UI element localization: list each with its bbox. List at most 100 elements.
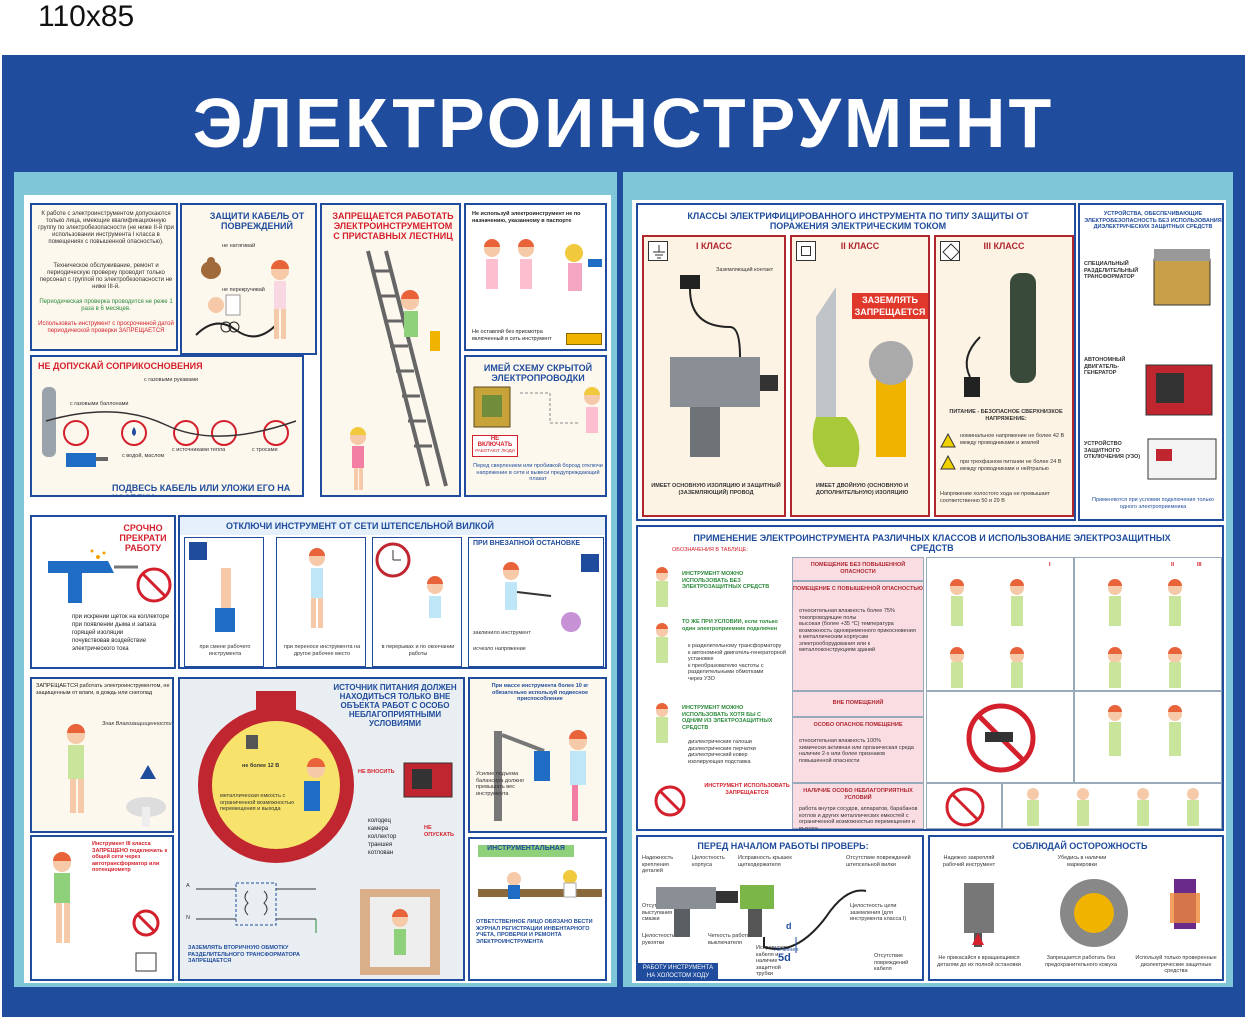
class-three-bullet-3: Напряжение холостого хода не превышает с… [940, 491, 1050, 504]
contact-label-3: с водой, маслом [122, 453, 165, 459]
legend-2-item-2: к автономной двигатель-генераторной уста… [688, 649, 786, 663]
legend-3-item-2: диэлектрические перчатки [688, 745, 756, 752]
phase-a-label: A [186, 883, 190, 889]
do-not-bring-label: НЕ ВНОСИТЬ [358, 769, 395, 775]
class-two-note: ИМЕЕТ ДВОЙНУЮ (ОСНОВНУЮ И ДОПОЛНИТЕЛЬНУЮ… [815, 483, 909, 496]
classes-title: КЛАССЫ ЭЛЕКТРИФИЦИРОВАННОГО ИНСТРУМЕНТА … [687, 211, 1029, 231]
row-1-header-a: ПОМЕЩЕНИЕ БЕЗ ПОВЫШЕННОЙ ОПАСНОСТИ [792, 557, 924, 581]
legend-2: ТО ЖЕ ПРИ УСЛОВИИ, если только один элек… [682, 619, 778, 632]
row-3-item-3: наличие 2-х или более признаков повышенн… [799, 751, 886, 764]
cell-r1-c2-class: II [1171, 562, 1175, 568]
unplug-case-2: при переносе инструмента на другое рабоч… [276, 537, 366, 667]
heavy-tool-illustration [494, 730, 587, 821]
tank-panel: ИСТОЧНИК ПИТАНИЯ ДОЛЖЕН НАХОДИТЬСЯ ТОЛЬК… [178, 677, 465, 981]
cable-label-1: не натягивай [222, 243, 256, 249]
tank-title: ИСТОЧНИК ПИТАНИЯ ДОЛЖЕН НАХОДИТЬСЯ ТОЛЬК… [333, 683, 457, 728]
cell-r3-c2-figures [1027, 788, 1199, 826]
class-three-box: III КЛАСС ПИТАНИЕ - БЕЗОПАСНОЕ СВЕРХНИЗК… [934, 235, 1074, 517]
emergency-bullet-2: при появлении дыма и запаха горящей изол… [72, 622, 156, 636]
unplug-case-4: ПРИ ВНЕЗАПНОЙ ОСТАНОВКЕ заклинило инстру… [468, 537, 604, 667]
intro-text-2: Техническое обслуживание, ремонт и перио… [39, 263, 173, 290]
poster-title: ЭЛЕКТРОИНСТРУМЕНТ [192, 84, 1055, 162]
contact-label-1: с газовыми баллонами [70, 401, 129, 407]
forbidden-text: ЗАПРЕЩАЕТСЯ [854, 307, 926, 317]
class-two-tools [812, 287, 913, 467]
class-three-title-label: III КЛАСС [983, 241, 1025, 251]
ladder-worker-illustration [350, 250, 448, 490]
legend-title: ОБОЗНАЧЕНИЯ В ТАБЛИЦЕ: [672, 547, 748, 553]
socket-icon [566, 333, 602, 345]
caution-bottom-1: Не прикасайся к вращающимся деталям до и… [937, 955, 1021, 968]
check-label-1: Надежность крепления деталей [642, 855, 674, 874]
devices-panel: УСТРОЙСТВА, ОБЕСПЕЧИВАЮЩИЕ ЭЛЕКТРОБЕЗОПА… [1078, 203, 1224, 521]
sudden-stop-title: ПРИ ВНЕЗАПНОЙ ОСТАНОВКЕ [473, 540, 581, 547]
class-three-illustration [53, 852, 160, 972]
ground-symbol-icon [648, 241, 668, 261]
cable-protect-panel: ЗАЩИТИ КАБЕЛЬ ОТ ПОВРЕЖДЕНИЙ не натягива… [180, 203, 317, 355]
class-one-drill [670, 275, 778, 457]
unplug-title: ОТКЛЮЧИ ИНСТРУМЕНТ ОТ СЕТИ ШТЕПСЕЛЬНОЙ В… [226, 521, 494, 531]
balancer-note: Усилие подъема балансира должно превышат… [476, 771, 524, 797]
legend-2-item-3: к преобразователю частоты с разделительн… [688, 662, 764, 676]
row-2-text: ВНЕ ПОМЕЩЕНИЙ [832, 700, 884, 706]
rain-panel: ЗАПРЕЩАЕТСЯ работать электроинструментом… [30, 677, 174, 833]
grounding-text: ЗАЗЕМЛЯТЬ [861, 295, 919, 305]
row-1-b-items: относительная влажность более 75% токопр… [799, 608, 919, 654]
usage-table-panel: ПРИМЕНЕНИЕ ЭЛЕКТРОИНСТРУМЕНТА РАЗЛИЧНЫХ … [636, 525, 1224, 831]
do-not-switch-text: НЕ ВКЛЮЧАТЬ [477, 436, 513, 448]
wiring-scheme-illustration [473, 386, 600, 433]
legend-3-item-1: диэлектрические галоши [688, 739, 752, 745]
place-4: траншея [368, 842, 393, 848]
class-one-note: ИМЕЕТ ОСНОВНУЮ ИЗОЛЯЦИЮ И ЗАЩИТНЫЙ (ЗАЗЕ… [651, 483, 781, 496]
check-title: ПЕРЕД НАЧАЛОМ РАБОТЫ ПРОВЕРЬ: [697, 841, 869, 851]
contact-label-2: с газовыми рукавами [144, 377, 199, 383]
cable-figure-illustration [195, 257, 289, 339]
cell-r2-c2 [1074, 691, 1222, 783]
transformer-icon [1153, 249, 1211, 306]
cell-r1-c2-figures [1108, 579, 1182, 688]
emergency-bullet-3: почувствовав воздействие электрического … [72, 638, 147, 652]
unplug-case-3-label: в перерывах и по окончании работы [381, 644, 455, 657]
row-3-item-2: химически активная или органическая сред… [799, 744, 914, 751]
storeroom-illustration [478, 870, 602, 899]
cell-r2-c1 [926, 691, 1074, 783]
class-one-box: I КЛАСС Заземляющий контакт ИМЕЕТ ОСНОВН… [642, 235, 786, 517]
grounding-forbidden-band: ЗАЗЕМЛЯТЬ ЗАПРЕЩАЕТСЯ [852, 293, 928, 319]
hidden-wiring-title: ИМЕЙ СХЕМУ СКРЫТОЙ ЭЛЕКТРОПРОВОДКИ [483, 363, 593, 383]
device-2-label: АВТОНОМНЫЙ ДВИГАТЕЛЬ-ГЕНЕРАТОР [1084, 357, 1126, 376]
cable-label-2: не перекручивай [222, 287, 265, 293]
cell-r2-c2-figures [1108, 705, 1182, 756]
contact-hazards-illustration [42, 387, 297, 467]
not-purpose-note: Не оставляй без присмотра включенный в с… [472, 329, 552, 342]
not-purpose-illustration [484, 239, 602, 291]
contact-label-5: с тросами [252, 447, 278, 453]
intro-panel: К работе с электроинструментом допускают… [30, 203, 178, 351]
tank-worker-illustration [198, 691, 354, 863]
legend-3: ИНСТРУМЕНТ МОЖНО ИСПОЛЬЗОВАТЬ ХОТЯ БЫ С … [682, 705, 773, 731]
class-three-bullet-1: номинальное напряжение не более 42 В меж… [960, 433, 1065, 446]
place-5: котлован [368, 850, 394, 856]
cell-r1-c1-figures [950, 579, 1024, 688]
cable-protect-title: ЗАЩИТИ КАБЕЛЬ ОТ ПОВРЕЖДЕНИЙ [209, 211, 305, 231]
not-purpose-panel: Не используй электроинструмент не по наз… [464, 203, 607, 351]
caution-panel: СОБЛЮДАЙ ОСТОРОЖНОСТЬ Надежно закрепляй … [928, 835, 1224, 981]
unplug-case-1-label: при смене рабочего инструмента [199, 644, 251, 657]
ladder-title: ЗАПРЕЩАЕТСЯ РАБОТАТЬ ЭЛЕКТРОИНСТРУМЕНТОМ… [332, 211, 454, 241]
cell-r3-c1 [926, 783, 1002, 829]
drill-sparks-illustration [48, 549, 172, 603]
class-three-symbol-icon [940, 241, 960, 261]
legend-4: ИНСТРУМЕНТ ИСПОЛЬЗОВАТЬ ЗАПРЕЩАЕТСЯ [704, 783, 790, 796]
places-list: колодец камера коллектор траншея котлова… [368, 817, 458, 857]
row-3-item-1: относительная влажность 100% [799, 738, 881, 744]
check-before-work-panel: ПЕРЕД НАЧАЛОМ РАБОТЫ ПРОВЕРЬ: Надежность… [636, 835, 924, 981]
row-1-b-item-1: относительная влажность более 75% [799, 608, 895, 614]
hidden-wiring-panel: ИМЕЙ СХЕМУ СКРЫТОЙ ЭЛЕКТРОПРОВОДКИ НЕ ВК… [464, 355, 607, 497]
devices-title: УСТРОЙСТВА, ОБЕСПЕЧИВАЮЩИЕ ЭЛЕКТРОБЕЗОПА… [1084, 211, 1222, 230]
do-not-lower-label: НЕ ОПУСКАТЬ [424, 825, 454, 838]
legend-2-items: к разделительному трансформатору к автон… [688, 643, 788, 682]
row-4-header: НАЛИЧИЕ ОСОБО НЕБЛАГОПРИЯТНЫХ УСЛОВИЙ ра… [792, 783, 924, 829]
min-label: Не менее [774, 947, 799, 953]
idle-test-line-1: РАБОТУ ИНСТРУМЕНТА [642, 965, 714, 971]
place-3: коллектор [368, 834, 397, 840]
legend-3-item-4: изолирующая подставка [688, 758, 751, 765]
